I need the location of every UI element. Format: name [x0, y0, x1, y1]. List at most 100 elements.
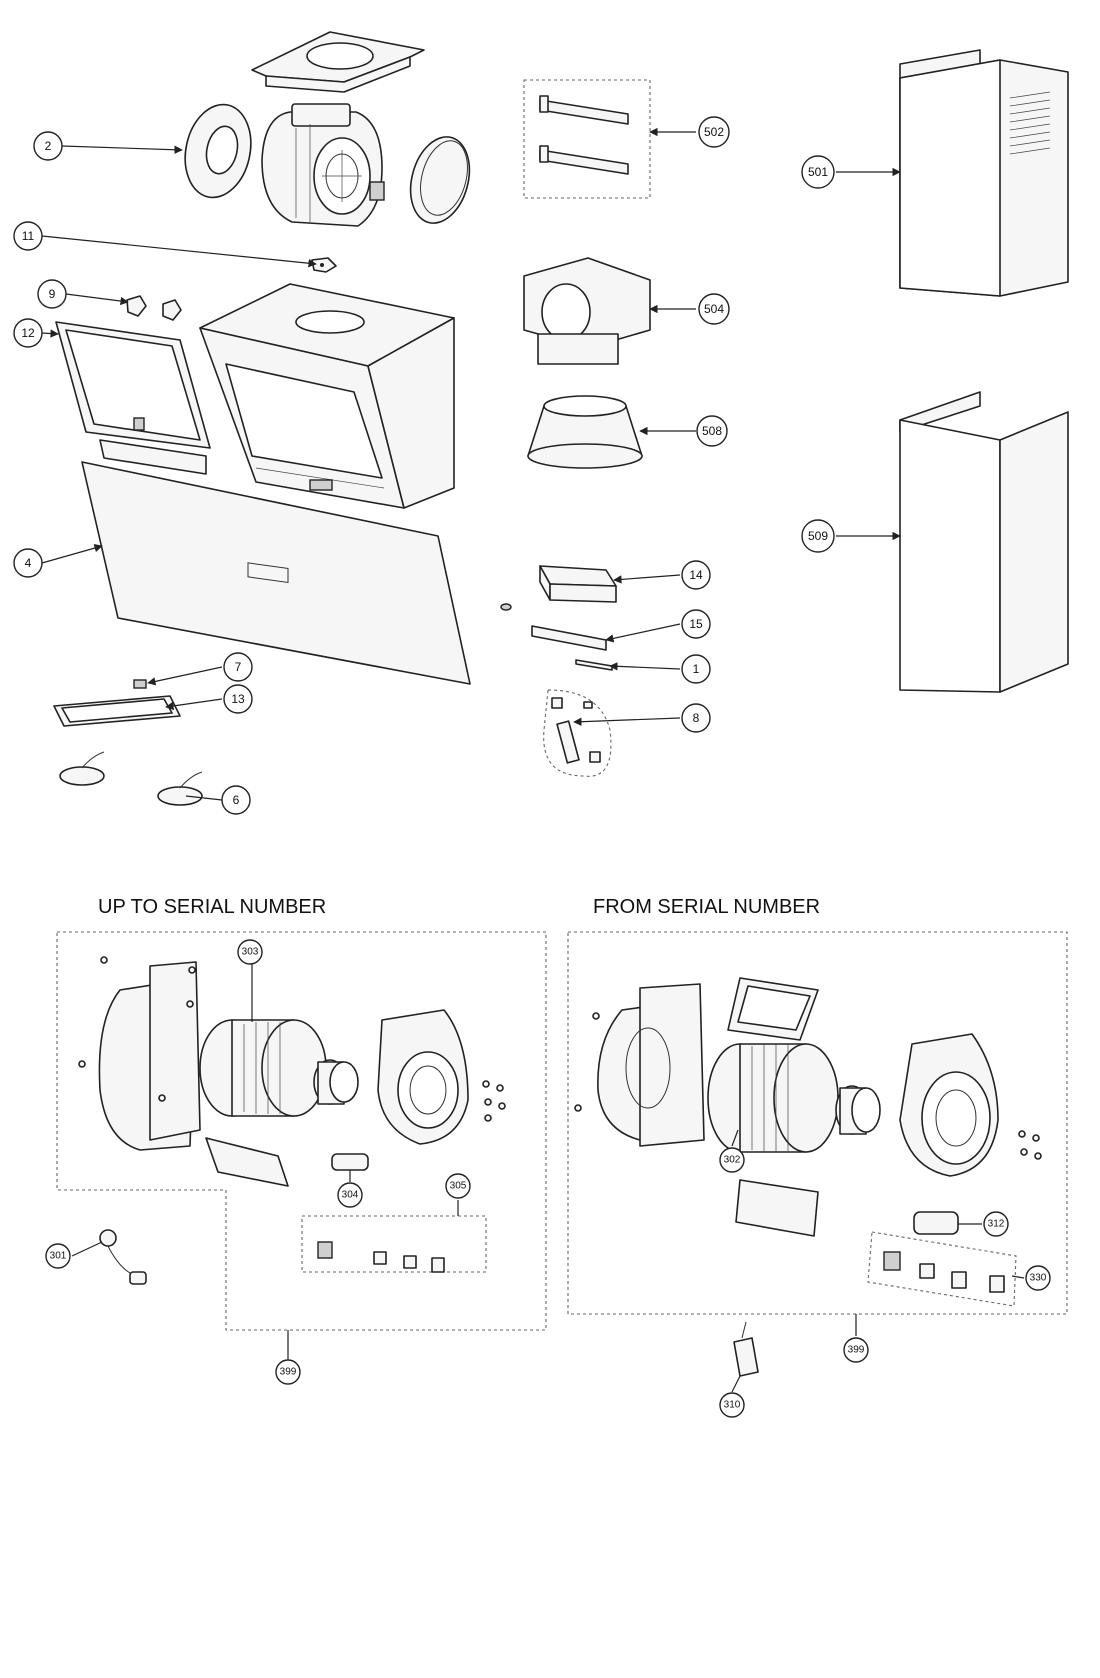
svg-text:305: 305 — [450, 1181, 467, 1192]
svg-text:399: 399 — [280, 1367, 297, 1378]
hinge-kit — [543, 689, 612, 777]
old-fasteners — [78, 956, 506, 1122]
svg-text:14: 14 — [689, 568, 703, 582]
grease-filter-frame — [55, 321, 211, 449]
small-front-panel — [99, 439, 207, 475]
new-top-plate — [727, 977, 819, 1041]
callout-4: 4 — [13, 548, 43, 578]
halogen-lamps — [59, 751, 203, 806]
old-lamp-wire — [99, 1229, 147, 1285]
callout-2: 2 — [33, 131, 63, 161]
svg-text:310: 310 — [724, 1400, 741, 1411]
new-motor — [835, 1085, 881, 1135]
svg-text:15: 15 — [689, 617, 703, 631]
callout-509: 509 — [801, 519, 835, 553]
old-air-deflector — [205, 1137, 289, 1187]
callout-303: 303 — [237, 939, 263, 965]
callout-310: 310 — [719, 1392, 745, 1418]
blower-motor-assembly — [261, 103, 385, 227]
callout-9: 9 — [37, 279, 67, 309]
clip — [133, 679, 147, 689]
svg-text:301: 301 — [50, 1251, 67, 1262]
blower-kit-new-outline — [567, 931, 1068, 1315]
svg-text:509: 509 — [808, 529, 828, 543]
svg-text:9: 9 — [49, 287, 56, 301]
callout-15: 15 — [681, 609, 711, 639]
callout-312: 312 — [983, 1211, 1009, 1237]
new-switches — [883, 1251, 1005, 1293]
old-switches — [317, 1241, 445, 1273]
callout-399-left: 399 — [275, 1359, 301, 1385]
svg-text:399: 399 — [848, 1345, 865, 1356]
svg-text:1: 1 — [693, 662, 700, 676]
callout-11: 11 — [13, 221, 43, 251]
lower-chimney — [899, 391, 1069, 693]
svg-text:13: 13 — [231, 692, 245, 706]
svg-text:504: 504 — [704, 302, 724, 316]
hinge-brackets — [126, 295, 182, 321]
callout-6: 6 — [221, 785, 251, 815]
new-blower-housing-left — [597, 983, 705, 1147]
svg-text:330: 330 — [1030, 1273, 1047, 1284]
svg-text:6: 6 — [233, 793, 240, 807]
callout-501: 501 — [801, 155, 835, 189]
callout-330: 330 — [1025, 1265, 1051, 1291]
svg-text:502: 502 — [704, 125, 724, 139]
blower-kit-old-outline — [56, 931, 547, 1331]
svg-text:4: 4 — [25, 556, 32, 570]
new-fasteners — [574, 1012, 1042, 1160]
old-blower-wheel — [199, 1019, 327, 1117]
old-blower-housing-right — [377, 1009, 469, 1145]
old-capacitor — [331, 1153, 369, 1171]
callout-12: 12 — [13, 318, 43, 348]
svg-text:303: 303 — [242, 947, 259, 958]
svg-text:12: 12 — [21, 326, 35, 340]
new-blower-housing-right — [899, 1033, 999, 1177]
callouts: 2 11 9 12 4 7 13 6 502 504 508 14 15 1 8… — [13, 116, 1051, 1418]
glass-front-panel — [81, 461, 471, 685]
callout-13: 13 — [223, 684, 253, 714]
svg-text:312: 312 — [988, 1219, 1005, 1230]
switch-kit-new-outline — [867, 1231, 1017, 1307]
switch-kit-old-outline — [301, 1215, 487, 1273]
top-mounting-plate — [251, 31, 425, 93]
new-capacitor — [913, 1211, 959, 1235]
svg-text:2: 2 — [45, 139, 52, 153]
control-box — [539, 565, 617, 603]
new-connector — [733, 1321, 759, 1377]
round-filter-ring — [184, 103, 252, 199]
svg-text:302: 302 — [724, 1155, 741, 1166]
callout-301: 301 — [45, 1243, 71, 1269]
old-blower-housing-left — [98, 961, 201, 1151]
wall-bracket-kit — [523, 79, 651, 199]
section-title-up-to: UP TO SERIAL NUMBER — [98, 896, 326, 918]
callout-14: 14 — [681, 560, 711, 590]
callout-8: 8 — [681, 703, 711, 733]
section-title-from: FROM SERIAL NUMBER — [593, 896, 820, 918]
new-blower-wheel — [707, 1043, 839, 1153]
svg-text:7: 7 — [235, 660, 242, 674]
svg-text:11: 11 — [22, 229, 35, 243]
svg-text:501: 501 — [808, 165, 828, 179]
callout-502: 502 — [698, 116, 730, 148]
svg-text:8: 8 — [693, 711, 700, 725]
hood-body — [199, 283, 455, 509]
small-bracket — [311, 257, 337, 273]
callout-7: 7 — [223, 652, 253, 682]
callout-302: 302 — [719, 1147, 745, 1173]
callout-508: 508 — [696, 415, 728, 447]
round-blower-cover — [409, 136, 471, 224]
svg-text:508: 508 — [702, 424, 722, 438]
callout-304: 304 — [337, 1182, 363, 1208]
new-air-deflector — [735, 1179, 819, 1237]
callout-1: 1 — [681, 654, 711, 684]
callout-504: 504 — [698, 293, 730, 325]
switch-strip — [575, 659, 613, 671]
callout-305: 305 — [445, 1173, 471, 1199]
duct-collar — [527, 395, 643, 469]
svg-text:304: 304 — [342, 1190, 359, 1201]
leader-lines — [41, 127, 1025, 1393]
callout-399-right: 399 — [843, 1337, 869, 1363]
chimney-vents — [1009, 91, 1051, 155]
